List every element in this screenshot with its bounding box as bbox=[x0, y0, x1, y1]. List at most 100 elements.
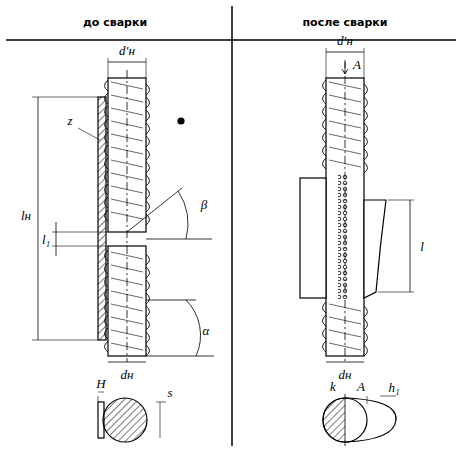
rib bbox=[111, 199, 143, 206]
rib bbox=[146, 110, 150, 121]
column-header: после сварки bbox=[303, 17, 388, 28]
rib bbox=[111, 330, 143, 337]
rib bbox=[146, 280, 150, 291]
rib bbox=[329, 330, 361, 337]
rib bbox=[146, 162, 150, 173]
rib bbox=[111, 278, 143, 285]
rib bbox=[111, 304, 143, 311]
rib bbox=[111, 95, 143, 102]
angle-label: β bbox=[201, 198, 207, 211]
rebar-before bbox=[108, 70, 146, 362]
dimension-line bbox=[38, 97, 39, 340]
rib bbox=[111, 160, 143, 167]
rib bbox=[364, 84, 368, 95]
rib bbox=[323, 132, 327, 143]
rib bbox=[364, 306, 368, 317]
rib bbox=[323, 93, 327, 104]
rib bbox=[105, 250, 109, 261]
dimension-label: s bbox=[167, 386, 172, 399]
dimension-label: h₁ bbox=[388, 381, 399, 394]
rib bbox=[146, 214, 150, 225]
rib bbox=[111, 147, 143, 154]
weld-seam bbox=[338, 174, 348, 300]
rib bbox=[323, 328, 327, 339]
rib bbox=[364, 345, 368, 356]
weld-bead bbox=[364, 200, 386, 298]
marker-dot bbox=[178, 118, 184, 124]
rib bbox=[146, 84, 150, 95]
rib bbox=[323, 341, 327, 352]
rib bbox=[146, 293, 150, 304]
dimension-label: lн bbox=[21, 209, 31, 222]
dimension-label: l bbox=[420, 240, 424, 253]
rib bbox=[329, 304, 361, 311]
rib bbox=[111, 82, 143, 89]
rib bbox=[329, 147, 361, 154]
rib bbox=[105, 276, 109, 287]
rib bbox=[111, 212, 143, 219]
dimension-label: dн bbox=[339, 368, 352, 381]
rib bbox=[105, 328, 109, 339]
rib bbox=[146, 149, 150, 160]
rib bbox=[329, 160, 361, 167]
rib bbox=[146, 267, 150, 278]
rib bbox=[329, 343, 361, 350]
rib bbox=[364, 149, 368, 160]
rib bbox=[105, 106, 109, 117]
rib bbox=[329, 108, 361, 115]
rib bbox=[329, 317, 361, 324]
rib bbox=[146, 332, 150, 343]
dimension-label: k bbox=[330, 380, 336, 393]
rib bbox=[111, 291, 143, 298]
rib bbox=[105, 184, 109, 195]
rib bbox=[111, 317, 143, 324]
rib bbox=[111, 134, 143, 141]
rib bbox=[323, 158, 327, 169]
dimension-label: H bbox=[96, 377, 105, 390]
section-arrow bbox=[342, 62, 348, 74]
rib bbox=[146, 175, 150, 186]
rib bbox=[105, 158, 109, 169]
rib bbox=[105, 171, 109, 182]
rib bbox=[105, 210, 109, 221]
rib bbox=[146, 319, 150, 330]
rib bbox=[364, 136, 368, 147]
rib bbox=[364, 162, 368, 173]
angle-arc bbox=[178, 191, 188, 239]
rib bbox=[329, 95, 361, 102]
dimension-label: l₁ bbox=[42, 233, 50, 246]
rebar-after bbox=[326, 60, 364, 362]
rib bbox=[323, 119, 327, 130]
rib bbox=[146, 254, 150, 265]
rib bbox=[105, 93, 109, 104]
rib bbox=[146, 306, 150, 317]
rib bbox=[329, 121, 361, 128]
rib bbox=[364, 97, 368, 108]
rib bbox=[105, 263, 109, 274]
rib bbox=[146, 345, 150, 356]
rib bbox=[105, 315, 109, 326]
rib bbox=[105, 197, 109, 208]
rib bbox=[105, 132, 109, 143]
rib bbox=[146, 97, 150, 108]
rib bbox=[105, 302, 109, 313]
rib bbox=[364, 319, 368, 330]
rib bbox=[111, 108, 143, 115]
backing-strip bbox=[98, 97, 106, 340]
section-after bbox=[323, 394, 396, 446]
rib bbox=[111, 173, 143, 180]
column-divider bbox=[231, 6, 233, 446]
rib bbox=[111, 186, 143, 193]
rib bbox=[323, 315, 327, 326]
rib bbox=[146, 136, 150, 147]
rib bbox=[111, 343, 143, 350]
rib bbox=[364, 110, 368, 121]
rib bbox=[364, 332, 368, 343]
rib bbox=[105, 289, 109, 300]
angle-label: α bbox=[203, 324, 210, 337]
rib bbox=[323, 302, 327, 313]
rib bbox=[105, 80, 109, 91]
rib bbox=[105, 341, 109, 352]
rib bbox=[323, 106, 327, 117]
dimension-label: dн bbox=[121, 368, 134, 381]
